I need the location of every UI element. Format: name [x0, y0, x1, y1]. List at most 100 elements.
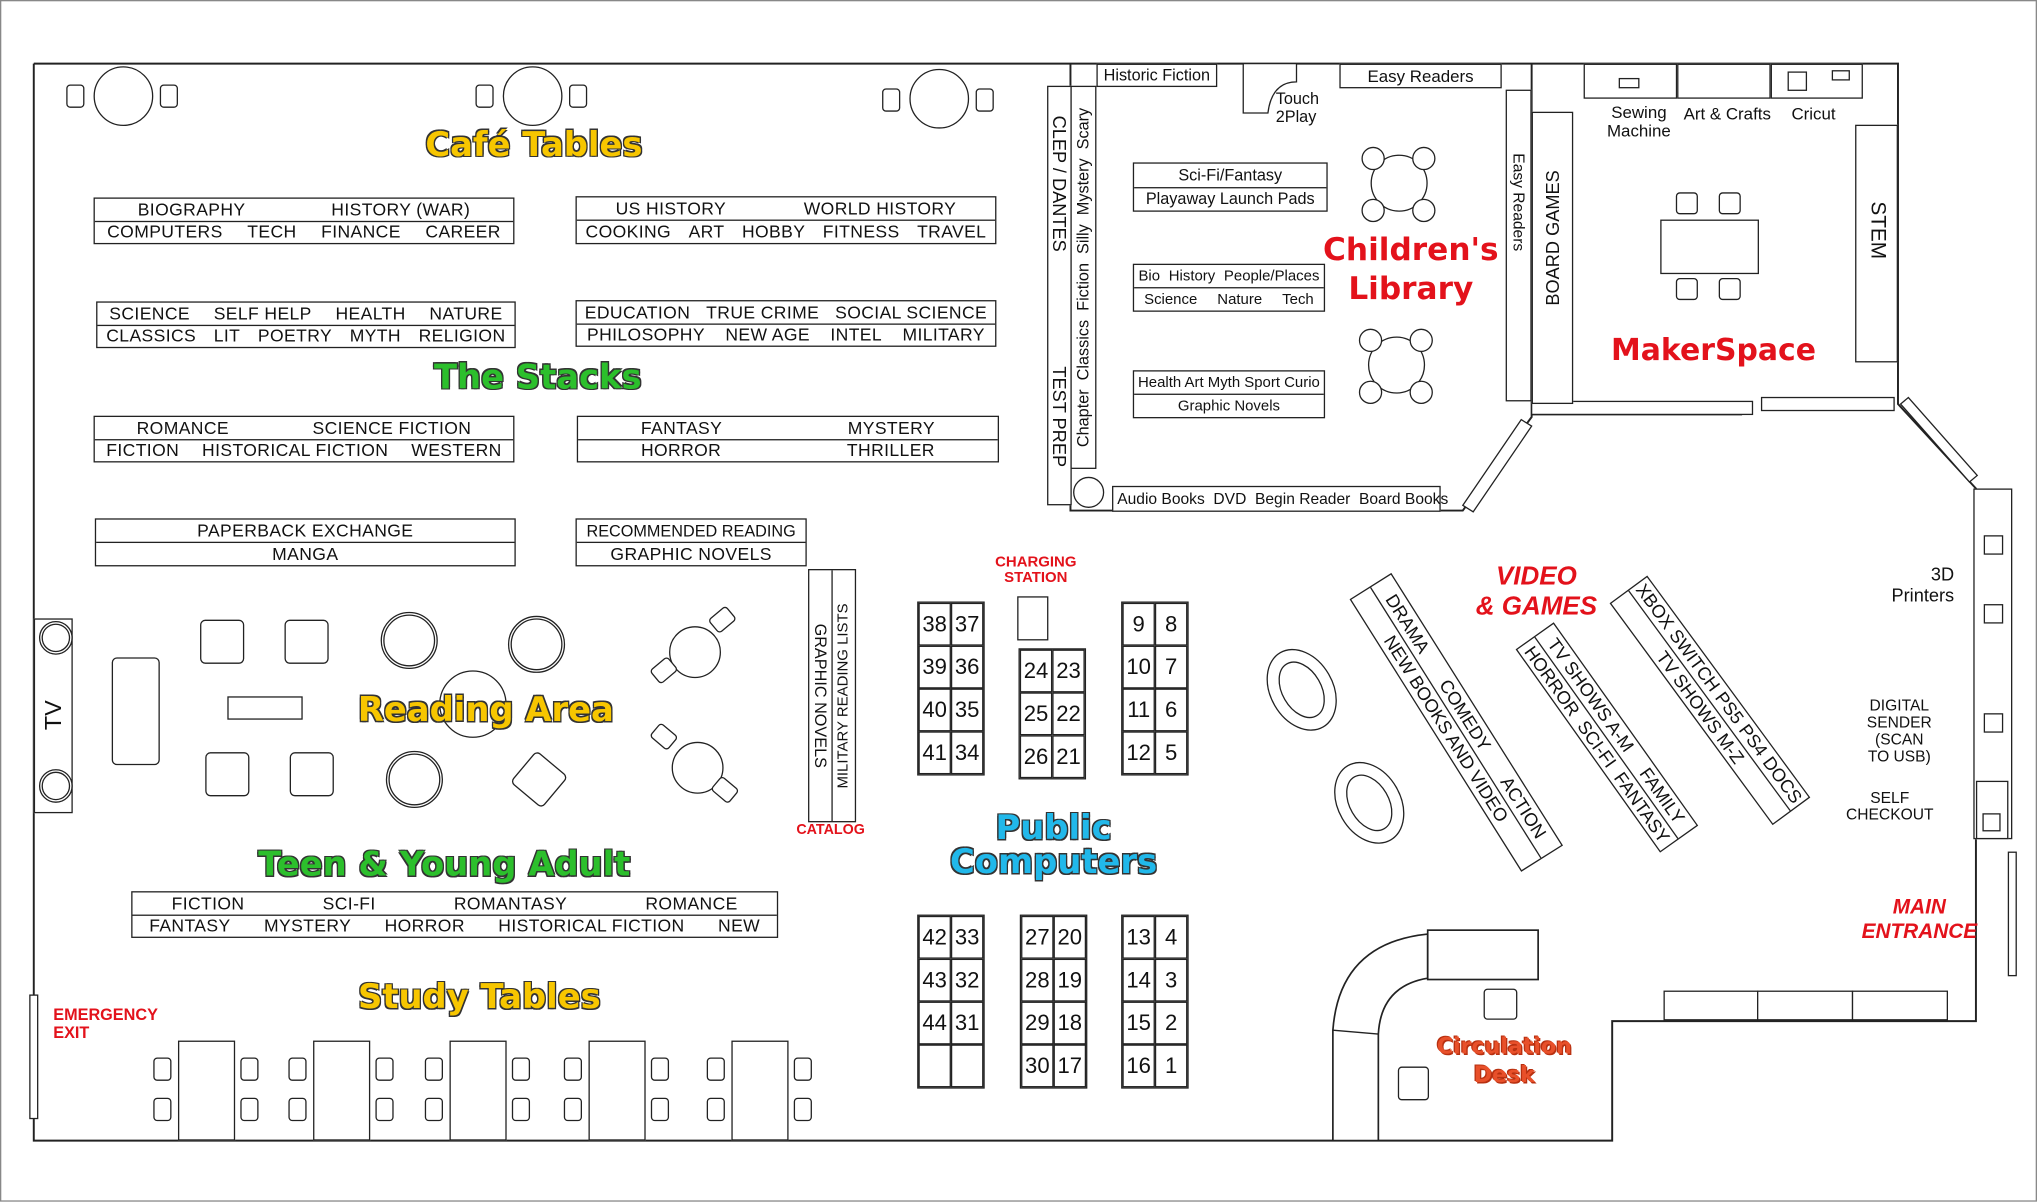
- chair: [793, 1097, 812, 1122]
- computer-station[interactable]: 26: [1019, 735, 1053, 779]
- shelf-label: CLASSICS: [106, 326, 197, 346]
- computer-station[interactable]: 36: [950, 645, 984, 689]
- computer-station[interactable]: 21: [1052, 735, 1085, 779]
- tv-label: TV: [39, 700, 66, 731]
- study-table: [588, 1040, 646, 1141]
- computer-station[interactable]: 7: [1154, 645, 1188, 689]
- computer-station[interactable]: 6: [1154, 688, 1188, 732]
- computer-station[interactable]: 12: [1122, 731, 1155, 775]
- computer-station[interactable]: 20: [1053, 915, 1087, 959]
- computer-station[interactable]: 28: [1021, 958, 1054, 1002]
- computer-station[interactable]: 41: [918, 731, 951, 775]
- computer-station[interactable]: 29: [1021, 1001, 1054, 1045]
- computer-station[interactable]: 23: [1052, 649, 1085, 693]
- computer-station[interactable]: 19: [1053, 958, 1087, 1002]
- self-checkout-icon: [1982, 813, 2001, 832]
- cafe-table: [93, 66, 154, 127]
- label-line: 2Play: [1275, 107, 1317, 127]
- chair: [240, 1057, 259, 1081]
- computer-station[interactable]: 5: [1154, 731, 1188, 775]
- label-line: Machine: [1606, 120, 1671, 141]
- computer-station[interactable]: 9: [1122, 602, 1155, 646]
- armchair: [284, 619, 329, 664]
- area-title-cafe: Café Tables: [425, 126, 643, 165]
- shelf-label: COOKING: [585, 222, 672, 242]
- shelf-label: SCIENCE FICTION: [312, 417, 472, 438]
- shelf-label: STEM: [1866, 201, 1889, 260]
- computer-station[interactable]: 27: [1021, 915, 1054, 959]
- shelf-scifi-fantasy: Sci-Fi/Fantasy Playaway Launch Pads: [1132, 162, 1328, 212]
- shelf-label: ROMANTASY: [453, 893, 568, 913]
- shelf-label: SELF HELP: [213, 303, 312, 324]
- computer-station[interactable]: 3: [1154, 958, 1188, 1002]
- computer-station[interactable]: 42: [918, 915, 951, 959]
- computer-station[interactable]: 31: [950, 1001, 984, 1045]
- label-line: MAIN: [1892, 896, 1946, 919]
- computer-station[interactable]: 16: [1122, 1044, 1155, 1088]
- computer-station[interactable]: 11: [1122, 688, 1155, 732]
- computer-station[interactable]: 44: [918, 1001, 951, 1045]
- label-line: Children's: [1323, 231, 1499, 268]
- computer-station[interactable]: 38: [918, 602, 951, 646]
- shelf-board-games: BOARD GAMES: [1531, 111, 1574, 405]
- shelf-label: Sci-Fi/Fantasy: [1178, 165, 1283, 185]
- armchair: [200, 619, 245, 664]
- chair: [569, 84, 588, 108]
- computer-station[interactable]: 1: [1154, 1044, 1188, 1088]
- study-table: [731, 1040, 789, 1141]
- shelf-label: History: [1168, 268, 1216, 284]
- computer-station[interactable]: [950, 1044, 984, 1088]
- computer-station[interactable]: 24: [1019, 649, 1053, 693]
- chair: [240, 1097, 259, 1122]
- computer-station[interactable]: 37: [950, 602, 984, 646]
- shelf-label: FITNESS: [822, 222, 900, 242]
- shelf-label: WESTERN: [411, 440, 502, 461]
- computer-station[interactable]: 17: [1053, 1044, 1087, 1088]
- shelf-label: MYSTERY: [263, 916, 352, 936]
- shelf-label: Playaway Launch Pads: [1145, 189, 1315, 209]
- label-line: Printers: [1891, 584, 1955, 606]
- computer-station[interactable]: 2: [1154, 1001, 1188, 1045]
- label-line: Sewing: [1611, 102, 1667, 123]
- computer-station[interactable]: 15: [1122, 1001, 1155, 1045]
- chair: [650, 1057, 670, 1081]
- computer-station[interactable]: 32: [950, 958, 984, 1002]
- computer-station[interactable]: 43: [918, 958, 951, 1002]
- computer-station[interactable]: 4: [1154, 915, 1188, 959]
- computer-station[interactable]: 14: [1122, 958, 1155, 1002]
- computer-station[interactable]: 39: [918, 645, 951, 689]
- chair: [1718, 192, 1741, 215]
- computer-station[interactable]: 40: [918, 688, 951, 732]
- computer-station[interactable]: 34: [950, 731, 984, 775]
- shelf-label: TRUE CRIME: [706, 302, 820, 322]
- computer-station[interactable]: 13: [1122, 915, 1155, 959]
- computer-station[interactable]: 8: [1154, 602, 1188, 646]
- chair: [1412, 198, 1436, 223]
- chair: [1358, 328, 1383, 353]
- shelf-label: Health Art Myth Sport Curio: [1138, 374, 1320, 391]
- computer-station[interactable]: 25: [1019, 692, 1053, 736]
- computer-station[interactable]: [918, 1044, 951, 1088]
- computer-station[interactable]: 10: [1122, 645, 1155, 689]
- computer-station[interactable]: 30: [1021, 1044, 1054, 1088]
- round-seat: [1073, 476, 1105, 508]
- shelf-historic-fiction: Historic Fiction: [1096, 63, 1218, 88]
- label-line: Touch: [1275, 89, 1320, 108]
- shelf-label: TRAVEL: [917, 222, 987, 242]
- chair: [288, 1097, 307, 1122]
- computer-station[interactable]: 33: [950, 915, 984, 959]
- computer-station[interactable]: 18: [1053, 1001, 1087, 1045]
- shelf-label: SCIENCE: [109, 303, 190, 324]
- chair: [1361, 198, 1385, 223]
- computer-station[interactable]: 35: [950, 688, 984, 732]
- shelf-label: ART: [688, 222, 725, 242]
- computer-station[interactable]: 22: [1052, 692, 1085, 736]
- shelf-label: THRILLER: [846, 440, 935, 461]
